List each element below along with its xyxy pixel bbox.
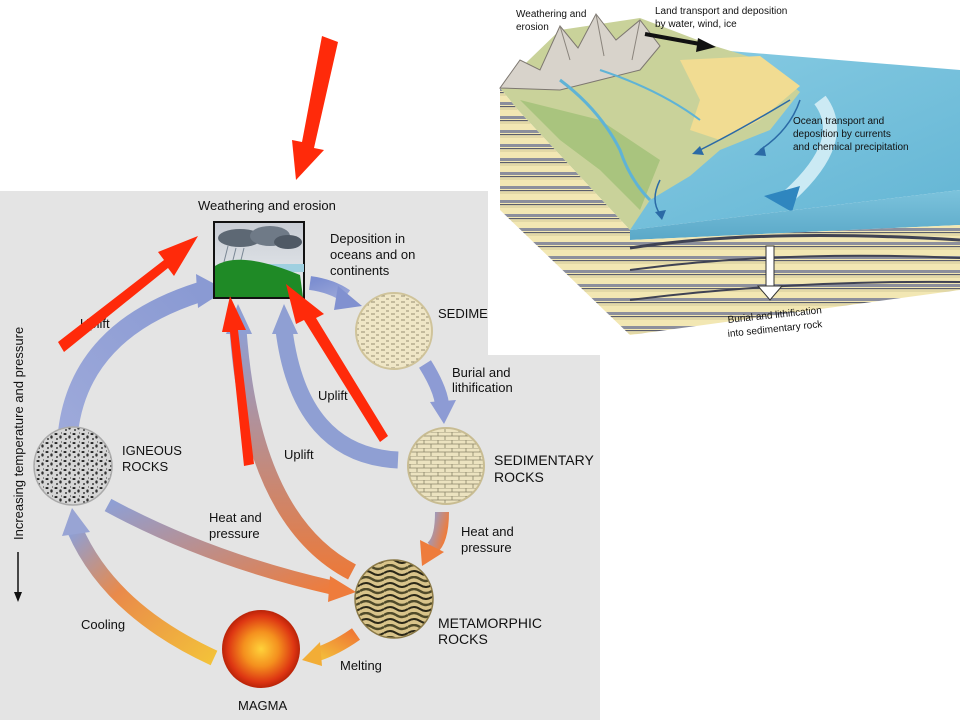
sediment-circle (355, 292, 433, 370)
igneous-line-2: ROCKS (122, 459, 169, 474)
land-weathering-line-2: erosion (516, 22, 549, 33)
sedimentary-line-2: ROCKS (494, 469, 544, 485)
burial-line-2: lithification (452, 380, 513, 395)
metamorphic-line-2: ROCKS (438, 631, 488, 647)
metamorphic-line-1: METAMORPHIC (438, 615, 542, 631)
sedimentary-line-1: SEDIMENTARY (494, 452, 594, 468)
land-transport-line-2: by water, wind, ice (655, 19, 737, 30)
heat-arrow-left-head (328, 576, 356, 602)
uplift-arrow-left (58, 282, 204, 434)
highlight-arrow-left (58, 236, 198, 352)
uplift-label-center: Uplift (284, 447, 314, 462)
deposition-line-3: continents (330, 263, 390, 278)
deposition-line-1: Deposition in (330, 231, 405, 246)
landscape-block: Weathering and erosion Land transport an… (488, 0, 960, 355)
side-axis: Increasing temperature and pressure (11, 327, 26, 602)
front-strata (630, 225, 960, 335)
cooling-arrow-head (62, 508, 90, 536)
burial-arrow-head (430, 400, 456, 424)
highlight-arrow-center (222, 296, 254, 466)
igneous-line-1: IGNEOUS (122, 443, 182, 458)
mountains (499, 13, 661, 91)
ocean-transport-line-3: and chemical precipitation (793, 142, 909, 153)
side-axis-arrow-head (14, 592, 22, 602)
weathering-square (213, 221, 305, 299)
ocean-transport-line-2: deposition by currents (793, 129, 891, 140)
weathering-title: Weathering and erosion (198, 198, 336, 213)
land-weathering-line-1: Weathering and (516, 9, 586, 20)
melting-arrow (315, 628, 361, 661)
cooling-arrow (67, 526, 218, 666)
heat-arrow-right (427, 511, 449, 554)
highlight-arrows (58, 36, 388, 466)
ocean-transport-line-1: Ocean transport and (793, 116, 884, 127)
magma-label: MAGMA (238, 698, 287, 713)
heat-arrow-right-head (420, 540, 444, 566)
sedimentary-rocks-circle (407, 427, 485, 505)
cooling-label: Cooling (81, 617, 125, 632)
heat-pressure-right-line-2: pressure (461, 540, 512, 555)
highlight-arrow-top (292, 36, 338, 180)
uplift-arrow-inner (275, 328, 399, 469)
metamorphic-rocks-circle (354, 559, 434, 639)
magma-circle (222, 610, 300, 688)
land-transport-line-1: Land transport and deposition (655, 6, 787, 17)
uplift-label-inner: Uplift (318, 388, 348, 403)
left-strata (500, 88, 630, 335)
uplift-arrow-left-head (196, 274, 226, 308)
deposition-line-2: oceans and on (330, 247, 415, 262)
highlight-arrow-right (286, 284, 388, 442)
heat-pressure-left-line-2: pressure (209, 526, 260, 541)
cycle-labels: Weathering and erosion Deposition in oce… (80, 198, 594, 713)
burial-line-1: Burial and (452, 365, 511, 380)
heat-arrow-left (104, 498, 336, 595)
igneous-rocks-circle (33, 426, 113, 506)
uplift-arrow-inner-head (272, 304, 298, 334)
deposition-arrow-head (334, 286, 362, 310)
heat-pressure-right-line-1: Heat and (461, 524, 514, 539)
ocean-front (630, 190, 960, 240)
melting-label: Melting (340, 658, 382, 673)
side-axis-label: Increasing temperature and pressure (11, 327, 26, 540)
melting-arrow-head (302, 642, 322, 666)
heat-pressure-left-line-1: Heat and (209, 510, 262, 525)
